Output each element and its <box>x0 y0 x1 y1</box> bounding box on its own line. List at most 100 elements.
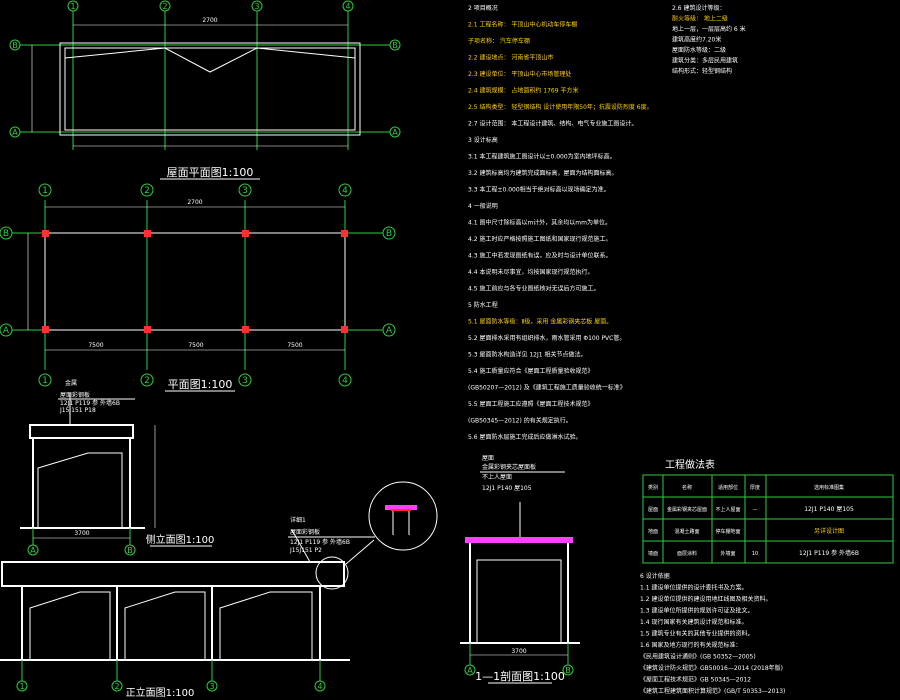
note-line: 4 一般说明 <box>468 202 498 210</box>
grid-4-top: 4 <box>345 2 350 11</box>
floor-plan-bubbles: 1 2 3 4 1 2 3 4 B A B A 2700 7500 7500 7… <box>0 183 396 392</box>
note-line: 地上一层，一层层高约 6 米 <box>672 25 746 33</box>
grid-a-left: A <box>12 128 18 137</box>
svg-text:3700: 3700 <box>511 648 526 655</box>
svg-text:A: A <box>30 546 36 555</box>
svg-text:B: B <box>386 229 392 239</box>
note-line: 2.5 结构类型： 轻型钢结构 设计使用年限50年；抗震设防烈度 6度。 <box>468 103 653 111</box>
svg-text:1: 1 <box>42 186 48 196</box>
note-line: 4.2 施工时应严格按照施工图纸和国家现行规范施工。 <box>468 235 611 243</box>
note-line: 2.6 建筑设计等级： <box>672 4 725 12</box>
note-line: 建筑分类：多层民用建筑 <box>672 57 738 65</box>
svg-text:B: B <box>3 229 9 239</box>
section-title: 1—1剖面图1:100 <box>475 669 565 683</box>
side-elev-title: 侧立面图1:100 <box>146 533 215 546</box>
note-line: (GB50207—2012) 及《建筑工程施工质量验收统一标准》 <box>468 384 626 392</box>
callout-1-title: 金属 <box>65 379 77 387</box>
finish-table: 工程做法表 <box>642 458 894 564</box>
note-line: 3.1 本工程建筑施工图设计以±0.000为室内地坪标高。 <box>468 153 616 161</box>
note-line: 1.1 建设单位提供的设计委托书及方案。 <box>640 584 747 592</box>
plan-dim-total: 2700 <box>187 199 202 206</box>
svg-text:墙面: 墙面 <box>648 550 658 557</box>
grid-2-top: 2 <box>162 2 167 11</box>
note-line: 2.4 建筑规模： 占地面积约 1769 平方米 <box>468 87 578 95</box>
svg-text:停车棚地面: 停车棚地面 <box>715 528 740 535</box>
note-line: 5.3 屋面防水构造详见 12J1 相关节点做法。 <box>468 351 587 359</box>
note-line: 5.1 屋面防水等级：Ⅱ级，采用 金属彩钢夹芯板 屋面。 <box>468 318 612 326</box>
svg-text:地面: 地面 <box>648 528 658 535</box>
note-line: (GB50345—2012) 的有关规定执行。 <box>468 417 572 425</box>
note-line: 2.2 建设地点： 河南省平顶山市 <box>468 54 553 62</box>
svg-text:3: 3 <box>242 186 248 196</box>
note-line: 1.4 现行国家有关建筑设计规范和标准。 <box>640 618 747 626</box>
roof-plan-bubbles: 1 2 3 4 B A B A 2700 屋面平面图1:100 <box>9 0 401 180</box>
svg-text:A: A <box>386 326 393 336</box>
svg-text:A: A <box>467 666 473 675</box>
front-elev-title: 正立面图1:100 <box>126 686 195 699</box>
table-title: 工程做法表 <box>665 458 715 471</box>
svg-text:混凝土路面: 混凝土路面 <box>674 528 699 535</box>
note-line: 3.2 建筑标高均为建筑完成面标高，屋面为结构面标高。 <box>468 169 617 177</box>
note-line: 4.4 本说明未尽事宜，均按国家现行规范执行。 <box>468 268 593 276</box>
note-line: 1.6 国家及地方现行的有关规范标准： <box>640 641 741 649</box>
svg-text:不上人屋面: 不上人屋面 <box>482 473 512 481</box>
svg-text:厚度: 厚度 <box>750 484 760 491</box>
floor-plan-title: 平面图1:100 <box>168 378 233 391</box>
callout-2-title: 详细1 <box>290 516 306 524</box>
svg-text:B: B <box>565 666 571 675</box>
svg-text:12J1 P119 参 外墙6B: 12J1 P119 参 外墙6B <box>290 538 350 546</box>
note-line: 《建筑设计防火规范》GB50016—2014 (2018年版) <box>640 664 783 672</box>
svg-text:12J1 P119 参 外墙6B: 12J1 P119 参 外墙6B <box>60 399 120 407</box>
note-line: 5 防水工程 <box>468 301 498 309</box>
note-line: 结构形式：轻型钢结构 <box>672 67 732 75</box>
note-line: 5.4 施工质量应符合《屋面工程质量验收规范》 <box>468 367 593 375</box>
svg-text:2: 2 <box>144 376 150 386</box>
note-line: 《民用建筑设计通则》(GB 50352—2005) <box>640 653 756 661</box>
table-text: 类别 名称 适用部位 厚度 选用标准图集 屋面 金属彩钢夹芯屋面 不上人屋面 —… <box>648 484 859 557</box>
note-line: 1.3 建设单位所提供的规划许可证及批文。 <box>640 607 753 615</box>
note-line: 6 设计依据 <box>640 572 670 580</box>
svg-text:4: 4 <box>317 682 322 691</box>
note-line: 4.1 图中尺寸除标高以m计外，其余均以mm为单位。 <box>468 219 611 227</box>
note-line: 建筑高度约7.20米 <box>672 36 721 44</box>
note-line: 5.2 屋面排水采用有组织排水，雨水管采用 Φ100 PVC管。 <box>468 334 625 342</box>
note-line: 子项名称： 汽车停车棚 <box>468 37 530 45</box>
grid-b-left: B <box>12 41 18 50</box>
notes-column-2: 2.6 建筑设计等级： 耐火等级： 地上二级 地上一层，一层层高约 6 米 建筑… <box>672 4 746 75</box>
note-line: 1.5 建筑专业有关的其他专业提供的资料。 <box>640 630 753 638</box>
svg-text:3: 3 <box>242 376 248 386</box>
svg-text:金属彩钢夹芯屋面板: 金属彩钢夹芯屋面板 <box>482 463 536 471</box>
svg-text:7500: 7500 <box>188 342 203 349</box>
floor-plan <box>0 200 395 370</box>
svg-text:2: 2 <box>114 682 119 691</box>
svg-text:屋面彩钢板: 屋面彩钢板 <box>290 528 320 536</box>
svg-text:4: 4 <box>342 376 348 386</box>
note-line: 5.6 屋面防水层施工完成后应做淋水试验。 <box>468 433 581 441</box>
svg-text:屋面彩钢板: 屋面彩钢板 <box>60 391 90 399</box>
svg-text:7500: 7500 <box>88 342 103 349</box>
svg-text:名称: 名称 <box>682 484 692 491</box>
note-line: 3.3 本工程±0.000相当于绝对标高以现场确定为准。 <box>468 186 610 194</box>
svg-text:屋面: 屋面 <box>648 507 658 513</box>
note-line: 3 设计标高 <box>468 136 498 144</box>
svg-text:面层涂料: 面层涂料 <box>677 550 697 557</box>
svg-text:A: A <box>3 326 10 336</box>
svg-text:适用部位: 适用部位 <box>718 484 738 491</box>
svg-text:J15J151 P18: J15J151 P18 <box>59 407 96 414</box>
roof-plan <box>10 10 395 150</box>
note-line: 《屋面工程技术规范》GB 50345—2012 <box>640 676 751 684</box>
svg-text:2: 2 <box>144 186 150 196</box>
svg-text:J15J151 P2: J15J151 P2 <box>289 547 322 554</box>
note-line: 《建筑工程建筑面积计算规范》(GB/T 50353—2013) <box>640 687 785 695</box>
svg-text:另详设计图: 另详设计图 <box>814 527 844 535</box>
grid-1-top: 1 <box>70 2 75 11</box>
svg-text:12J1 P140 屋105: 12J1 P140 屋105 <box>804 506 854 513</box>
note-line: 4.3 施工中若发现图纸有误，应及时与设计单位联系。 <box>468 252 611 260</box>
svg-text:1: 1 <box>42 376 48 386</box>
svg-text:不上人屋面: 不上人屋面 <box>715 506 740 513</box>
svg-text:金属彩钢夹芯屋面: 金属彩钢夹芯屋面 <box>667 506 707 513</box>
note-line: 2 项目概况 <box>468 4 498 12</box>
side-elevation: A B 3700 侧立面图1:100 金属 屋面彩钢板 12J1 P119 参 … <box>20 379 215 556</box>
